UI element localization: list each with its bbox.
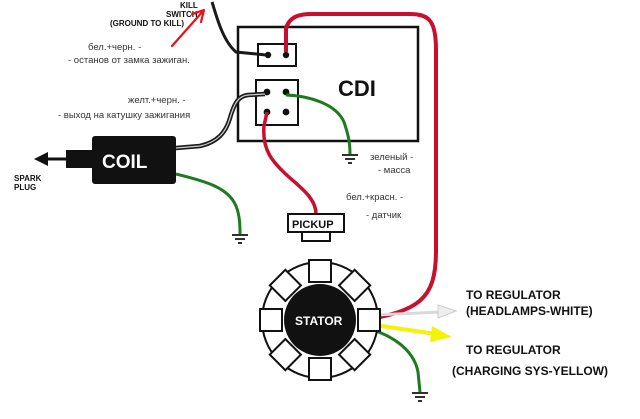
- ground-icon-stator: [412, 392, 428, 402]
- wire-coil-ground: [175, 172, 242, 235]
- wire-kill-switch: [210, 1, 267, 57]
- note-coil-2: - выход на катушку зажигания: [58, 110, 190, 121]
- regulator-charging-label-2: (CHARGING SYS-YELLOW): [452, 364, 608, 378]
- note-coil-1: желт.+черн. -: [128, 95, 186, 106]
- coil-plug-cap: [66, 150, 98, 168]
- cdi-label: CDI: [338, 76, 376, 101]
- stator-label: STATOR: [295, 314, 343, 328]
- coil-label: COIL: [102, 152, 148, 173]
- wire-pickup-red: [262, 111, 318, 215]
- note-ground-2: - масса: [378, 165, 411, 176]
- stator-pole-icon: [259, 259, 381, 381]
- wire-cdi-ground: [285, 93, 352, 155]
- kill-switch-label-1: KILL: [180, 1, 198, 10]
- wire-red-power: [284, 12, 438, 324]
- note-pickup-2: - датчик: [366, 210, 402, 221]
- note-pickup-1: бел.+красн. -: [346, 192, 403, 203]
- note-kill-2: - останов от замка зажиган.: [68, 55, 190, 66]
- coil-body: [92, 136, 176, 184]
- arrow-yellow-icon: [430, 326, 452, 342]
- note-kill-1: бел.+черн. -: [88, 42, 141, 53]
- wire-coil-white-tracer: [151, 93, 266, 151]
- stator: STATOR: [259, 259, 381, 381]
- pickup-base: [301, 231, 331, 242]
- ground-icon-coil: [232, 234, 248, 244]
- regulator-headlamps-label-1: TO REGULATOR: [466, 288, 561, 302]
- cdi-main-connector: [255, 79, 299, 126]
- regulator-charging-label-1: TO REGULATOR: [466, 343, 561, 357]
- kill-switch-label-2: SWITCH: [166, 10, 198, 19]
- kill-switch-label-3: (GROUND TO KILL): [110, 19, 184, 28]
- spark-plug-label-2: PLUG: [14, 183, 36, 192]
- pickup-label: PICKUP: [292, 219, 334, 231]
- annotation-arrow-icon: [170, 8, 206, 48]
- spark-plug-arrow-icon: [34, 152, 48, 166]
- spark-plug-label-1: SPARK: [14, 174, 42, 183]
- regulator-headlamps-label-2: (HEADLAMPS-WHITE): [466, 304, 593, 318]
- arrow-white-icon: [437, 304, 458, 319]
- ground-icon-cdi: [342, 154, 358, 164]
- note-ground-1: зеленый -: [370, 152, 413, 163]
